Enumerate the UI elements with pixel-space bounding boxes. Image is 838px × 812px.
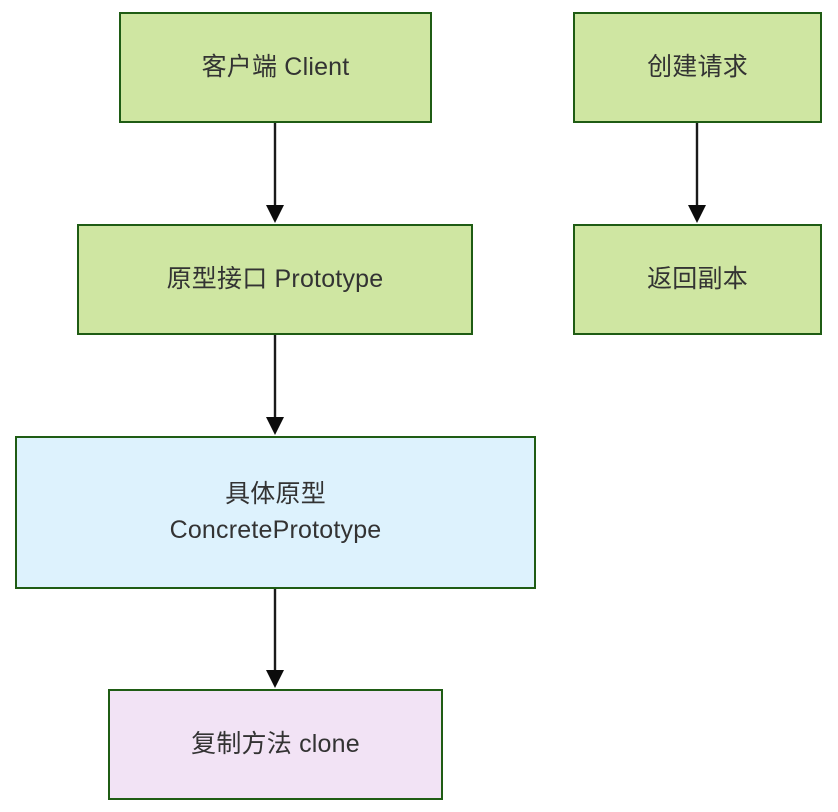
node-return-copy[interactable]: 返回副本 — [573, 224, 822, 335]
node-client[interactable]: 客户端 Client — [119, 12, 432, 123]
edge-concrete-prototype-to-clone — [266, 589, 284, 688]
edge-create-request-to-return-copy — [688, 123, 706, 223]
node-prototype[interactable]: 原型接口 Prototype — [77, 224, 473, 335]
edge-prototype-to-concrete-prototype — [266, 335, 284, 435]
node-create-request-label: 创建请求 — [647, 52, 748, 81]
node-clone[interactable]: 复制方法 clone — [108, 689, 443, 800]
node-clone-label: 复制方法 clone — [191, 729, 360, 758]
node-concrete-prototype[interactable]: 具体原型 ConcretePrototype — [15, 436, 536, 589]
node-prototype-label: 原型接口 Prototype — [166, 264, 384, 293]
node-return-copy-label: 返回副本 — [647, 264, 748, 293]
node-client-label: 客户端 Client — [201, 52, 350, 81]
node-concrete-prototype-label-line1: 具体原型 — [225, 480, 326, 508]
edge-client-to-prototype — [266, 123, 284, 223]
node-concrete-prototype-label-line2: ConcretePrototype — [169, 515, 382, 544]
node-create-request[interactable]: 创建请求 — [573, 12, 822, 123]
